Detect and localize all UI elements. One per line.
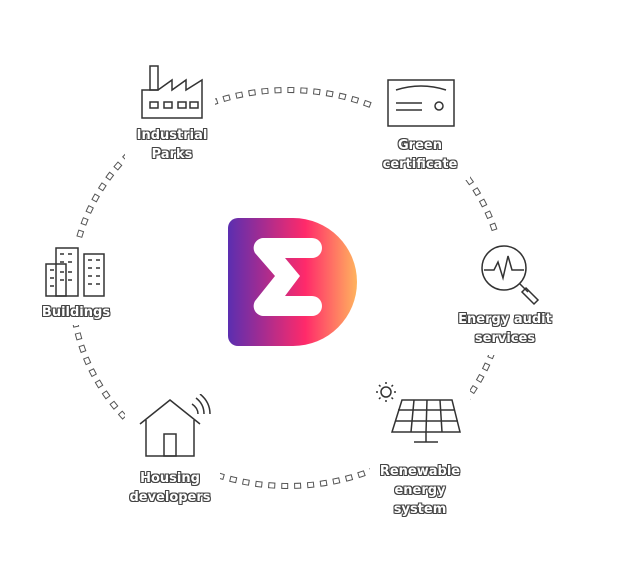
smart-house-icon xyxy=(139,394,211,457)
buildings-icon xyxy=(45,247,105,297)
factory-icon xyxy=(141,65,203,119)
solar-panel-icon xyxy=(376,382,461,443)
magnifier-pulse-icon xyxy=(481,245,540,306)
node-buildings-label: Buildings xyxy=(41,305,111,320)
certificate-icon xyxy=(387,79,455,127)
logo-icon xyxy=(228,218,357,346)
